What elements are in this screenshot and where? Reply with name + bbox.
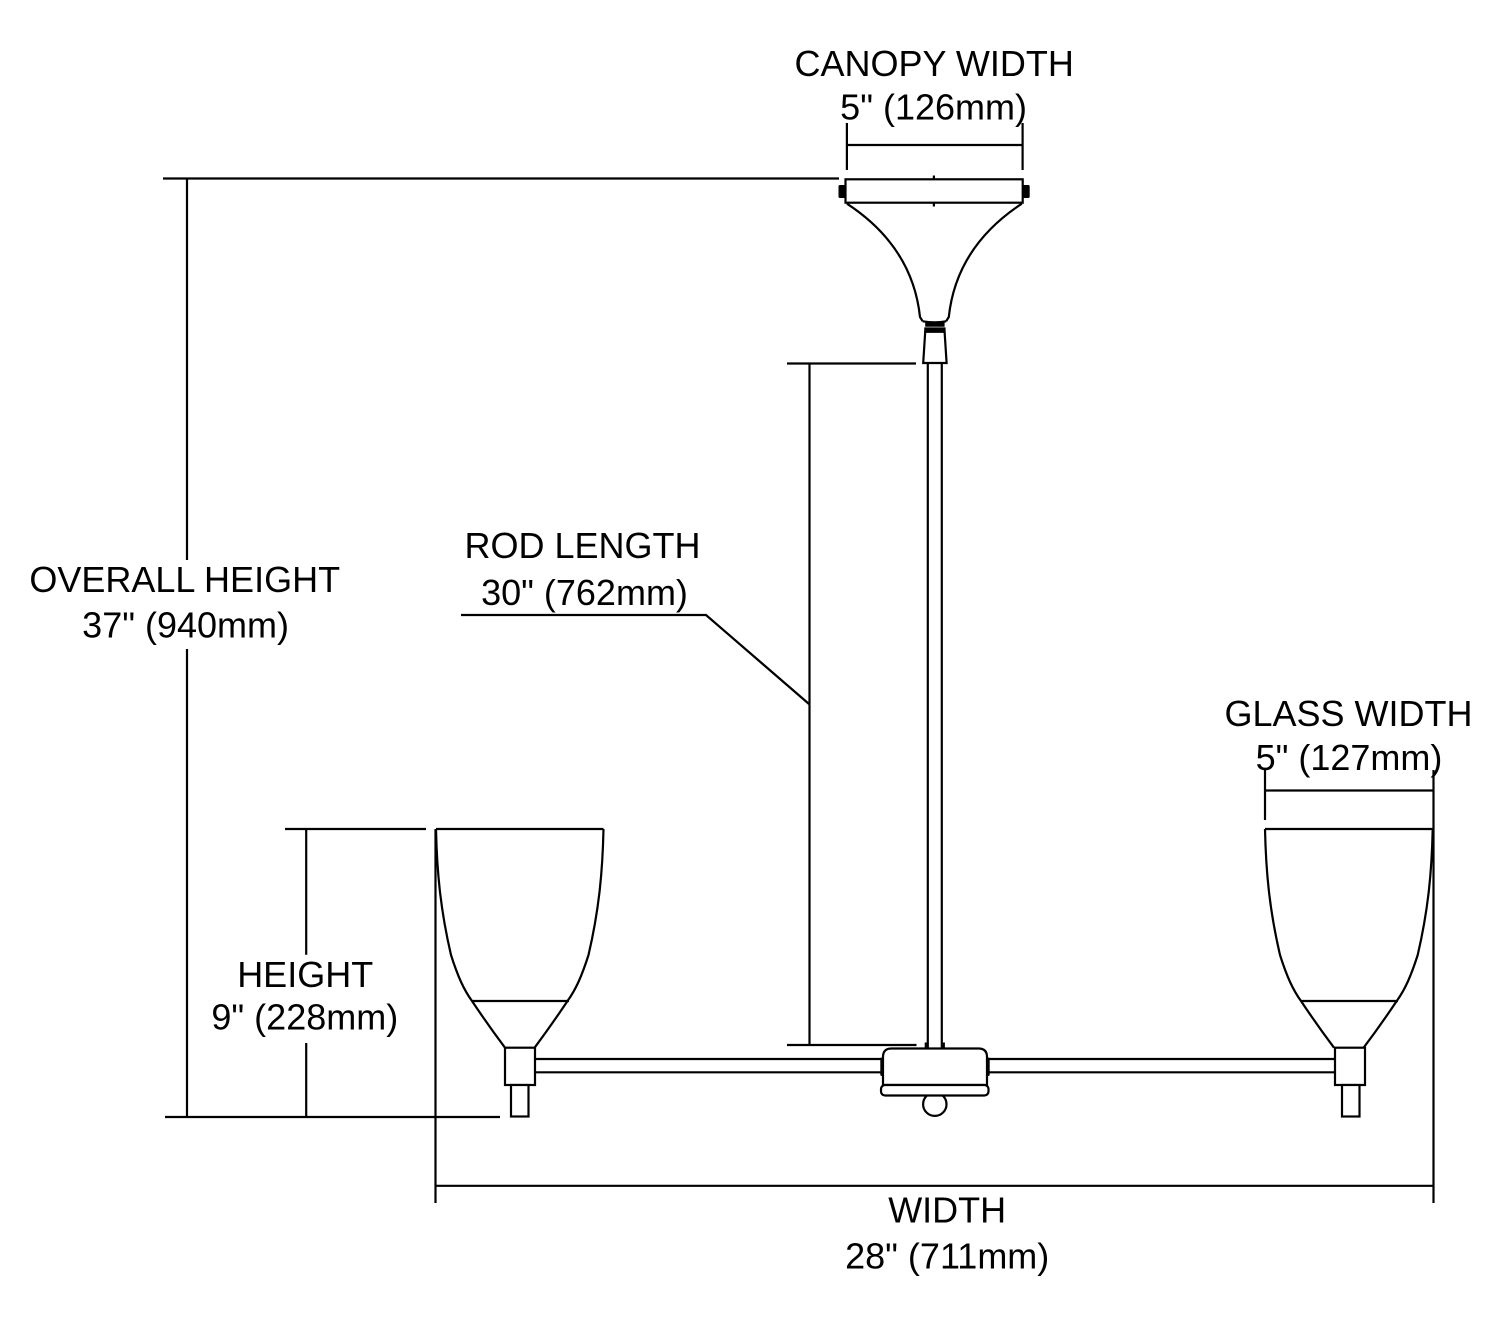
svg-text:OVERALL HEIGHT: OVERALL HEIGHT xyxy=(29,559,340,600)
svg-text:5" (126mm): 5" (126mm) xyxy=(840,87,1027,128)
svg-text:37" (940mm): 37" (940mm) xyxy=(82,605,289,646)
svg-text:HEIGHT: HEIGHT xyxy=(237,954,373,995)
svg-text:9" (228mm): 9" (228mm) xyxy=(211,996,398,1037)
svg-text:WIDTH: WIDTH xyxy=(888,1190,1006,1231)
svg-text:ROD LENGTH: ROD LENGTH xyxy=(464,525,700,566)
svg-text:CANOPY WIDTH: CANOPY WIDTH xyxy=(795,43,1074,84)
svg-text:28" (711mm): 28" (711mm) xyxy=(845,1236,1049,1277)
svg-text:GLASS WIDTH: GLASS WIDTH xyxy=(1224,693,1472,734)
svg-text:5" (127mm): 5" (127mm) xyxy=(1256,737,1443,778)
svg-text:30" (762mm): 30" (762mm) xyxy=(481,572,688,613)
